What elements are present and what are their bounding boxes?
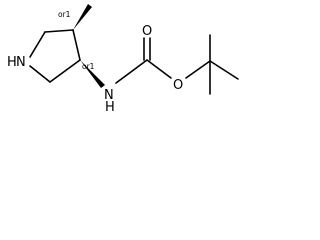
stereo-label-amine: or1 (82, 62, 95, 71)
bond-c2-c3 (44, 29, 74, 33)
wedge-bond-methyl (73, 4, 92, 30)
bond-c3-c4 (72, 29, 81, 61)
bond-n-ccarbonyl (115, 59, 148, 84)
bond-oester-cq (185, 60, 211, 79)
bond-ccarbonyl-oester (146, 59, 172, 79)
ester-oxygen-label: O (173, 78, 183, 93)
wedge-bond-nh (80, 60, 105, 88)
bond-n1-c2 (29, 31, 46, 58)
carbonyl-oxygen-label: O (142, 24, 152, 39)
pyrrolidine-ring (29, 29, 81, 83)
stereo-label-methyl: or1 (58, 10, 71, 19)
structure-diagram: N H N H O O or1 or1 (7, 4, 239, 112)
bond-c5-n1 (29, 65, 51, 83)
ring-nitrogen-h-label: H (7, 55, 17, 70)
bond-c4-c5 (49, 59, 81, 83)
ring-nitrogen-label: N (16, 55, 26, 70)
carbamate-nitrogen-h-label: H (105, 100, 115, 112)
carbamate-nitrogen-label: N (104, 88, 114, 103)
bond-cq-me-right (209, 60, 239, 80)
carbamate-chain (115, 34, 239, 95)
